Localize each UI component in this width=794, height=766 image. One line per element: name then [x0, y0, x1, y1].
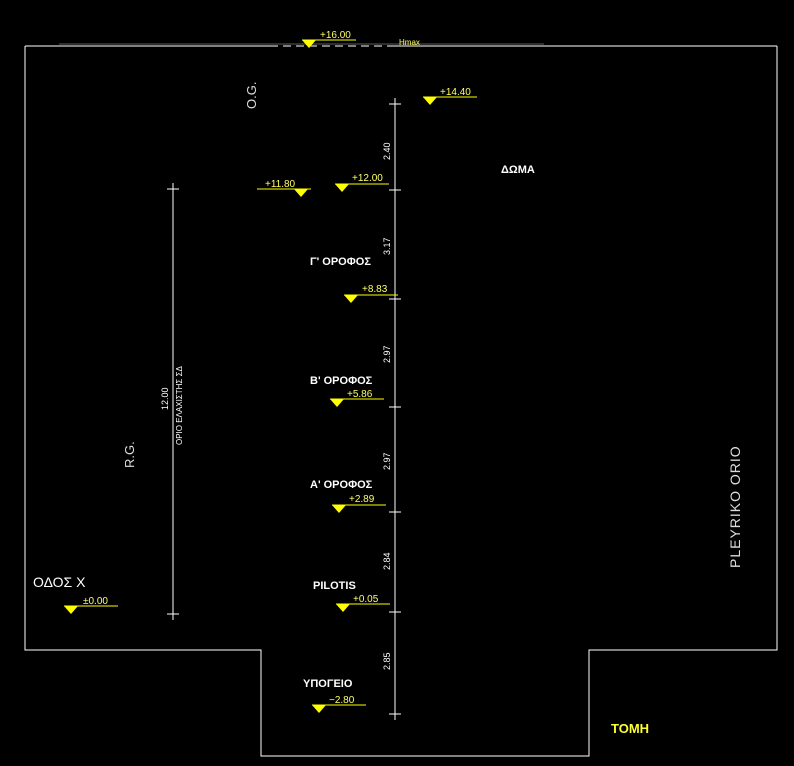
- drawing-title: ΤΟΜΗ: [611, 721, 649, 736]
- height-limit-label: ΟΡΙΟ ΕΛΑΧΙΣΤΗΣ ΣΔ: [175, 365, 184, 445]
- level-text-14-40: +14.40: [440, 87, 471, 98]
- floor-label-basement: ΥΠΟΓΕΙΟ: [303, 678, 353, 690]
- hmax-label: Hmax: [399, 38, 420, 47]
- level-marker-0-05: [336, 604, 350, 612]
- floor-height-1: 2.40: [382, 142, 392, 160]
- level-marker-12: [335, 184, 349, 192]
- height-limit-ticks: [167, 183, 179, 620]
- level-text-12: +12.00: [352, 173, 383, 184]
- level-text-0-05: +0.05: [353, 594, 379, 605]
- level-text-5-86: +5.86: [347, 389, 373, 400]
- og-label: O.G.: [244, 82, 259, 109]
- level-text-minus-2-80: −2.80: [329, 695, 355, 706]
- level-marker-minus-2-80: [312, 705, 326, 713]
- street-label: ΟΔΟΣ Χ: [33, 574, 86, 590]
- rg-label: R.G.: [122, 441, 137, 468]
- height-limit-value: 12.00: [160, 387, 170, 410]
- floor-label-second: Β' ΟΡΟΦΟΣ: [310, 375, 373, 387]
- level-text-11-80: +11.80: [265, 179, 296, 190]
- floor-label-roof: ΔΩΜΑ: [501, 164, 535, 176]
- level-marker-11-80: [294, 189, 308, 197]
- floor-height-6: 2.85: [382, 652, 392, 670]
- floor-height-3: 2.97: [382, 345, 392, 363]
- level-text-16: +16.00: [320, 30, 351, 41]
- level-marker-2-89: [332, 505, 346, 513]
- level-marker-14-40: [423, 97, 437, 105]
- floor-label-third: Γ' ΟΡΟΦΟΣ: [310, 256, 371, 268]
- level-text-street: ±0.00: [83, 596, 108, 607]
- level-text-8-83: +8.83: [362, 284, 388, 295]
- level-text-2-89: +2.89: [349, 494, 375, 505]
- floor-height-2: 3.17: [382, 237, 392, 255]
- level-marker-street: [64, 606, 78, 614]
- building-outline: [24, 46, 778, 757]
- level-marker-16: [302, 40, 316, 48]
- floor-height-4: 2.97: [382, 452, 392, 470]
- floor-label-first: Α' ΟΡΟΦΟΣ: [310, 479, 373, 491]
- level-marker-5-86: [330, 399, 344, 407]
- floor-height-5: 2.84: [382, 552, 392, 570]
- floor-label-pilotis: PILOTIS: [313, 580, 356, 592]
- side-boundary-label: PLEYRIKO ORIO: [727, 445, 743, 568]
- level-marker-8-83: [344, 295, 358, 303]
